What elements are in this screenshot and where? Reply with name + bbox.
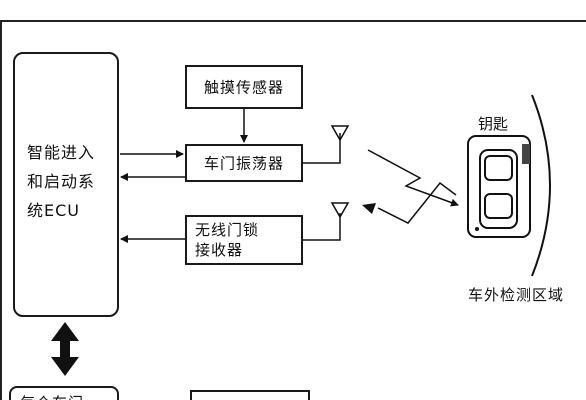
door-oscillator-box: 车门振荡器 xyxy=(185,144,303,182)
receiver-antenna-icon xyxy=(303,202,350,241)
bottom-component-box xyxy=(190,390,310,400)
frame-top-border xyxy=(0,20,586,22)
ecu-box: 智能进入 和启动系 统ECU xyxy=(13,52,119,317)
detection-zone-label: 车外检测区域 xyxy=(468,286,565,304)
door-box: 每个车门 xyxy=(9,386,119,400)
ecu-label: 智能进入 和启动系 统ECU xyxy=(27,138,117,225)
door-oscillator-label: 车门振荡器 xyxy=(203,154,284,173)
wireless-receiver-line: 无线门锁 xyxy=(195,221,260,239)
ecu-label-line: 和启动系 xyxy=(27,172,96,191)
wireless-receiver-label: 无线门锁 接收器 xyxy=(195,220,259,260)
signal-from-key-icon xyxy=(377,181,457,224)
ecu-label-line: 统ECU xyxy=(27,201,80,220)
door-box-label: 每个车门 xyxy=(20,392,84,400)
signal-from-key-arrowhead xyxy=(362,203,376,214)
ecu-label-line: 智能进入 xyxy=(27,143,96,162)
frame-left-border xyxy=(0,20,2,400)
signal-to-key-icon xyxy=(367,149,459,207)
oscillator-antenna-icon xyxy=(303,125,350,164)
wireless-receiver-box: 无线门锁 接收器 xyxy=(185,215,303,265)
bidirectional-arrow-icon xyxy=(51,322,79,376)
touch-sensor-label: 触摸传感器 xyxy=(203,78,284,97)
wireless-receiver-line: 接收器 xyxy=(195,241,244,259)
detection-zone-arc xyxy=(531,94,551,277)
touch-sensor-box: 触摸传感器 xyxy=(185,65,303,109)
key-fob-icon xyxy=(467,135,531,238)
key-label: 钥匙 xyxy=(478,115,509,133)
